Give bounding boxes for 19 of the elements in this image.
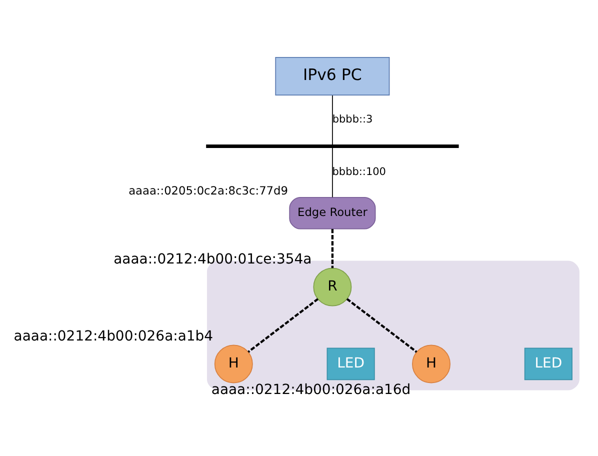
node-label: aaaa::0212:4b00:026a:a1b4	[14, 328, 214, 345]
node-circle: R	[313, 268, 352, 306]
edge-label: bbbb::3	[332, 114, 373, 126]
node-circle: H	[214, 344, 253, 384]
node-label: aaaa::0212:4b00:01ce:354a	[114, 252, 312, 268]
node-box: LED	[326, 348, 375, 380]
connector	[332, 147, 333, 198]
node-box: IPv6 PC	[275, 57, 390, 96]
connector	[331, 228, 334, 268]
connector	[248, 298, 319, 353]
node-box: LED	[524, 348, 572, 380]
edge-label: bbbb::100	[332, 166, 386, 178]
node-circle: H	[412, 344, 450, 384]
connector	[332, 95, 333, 146]
connector	[346, 298, 418, 353]
node-label: aaaa::0212:4b00:026a:a16d	[211, 382, 411, 398]
node-bar	[206, 144, 459, 148]
node-box: Edge Router	[289, 196, 376, 230]
node-label: aaaa::0205:0c2a:8c3c:77d9	[128, 183, 288, 198]
